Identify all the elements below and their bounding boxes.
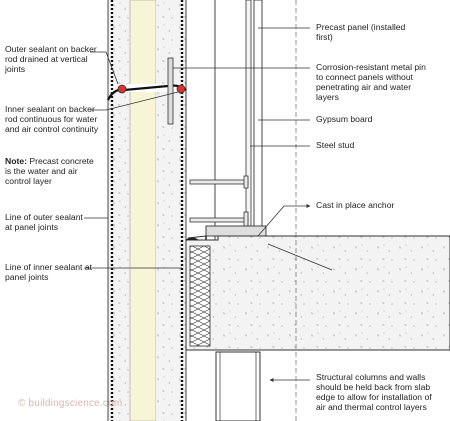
label-outer-sealant: Outer sealant on backer rod drained at v… xyxy=(5,44,97,74)
label-cast-anchor: Cast in place anchor xyxy=(316,200,395,210)
label-inner-sealant: Inner sealant on backer rod continuous f… xyxy=(5,104,99,134)
slab-edge-filler xyxy=(189,245,211,347)
structural-column xyxy=(215,351,261,421)
metal-pin xyxy=(167,57,174,125)
note-body: Precast concrete is the water and air co… xyxy=(5,156,94,186)
floor-slab xyxy=(185,235,450,351)
label-metal-pin: Corrosion-resistant metal pin to connect… xyxy=(316,62,426,102)
note-title: Note: xyxy=(5,156,27,166)
label-steel-stud: Steel stud xyxy=(316,140,355,150)
lower-clip-angle xyxy=(189,211,249,227)
label-gypsum-board: Gypsum board xyxy=(316,114,373,124)
label-precast-panel: Precast panel (installed first) xyxy=(316,22,406,42)
label-outer-line: Line of outer sealant at panel joints xyxy=(5,212,83,232)
upper-clip-angle xyxy=(189,175,249,189)
leader-lines-left xyxy=(84,51,182,269)
slab-edge-bead xyxy=(185,237,199,241)
gypsum-board xyxy=(253,0,263,233)
outer-backer-rod xyxy=(117,84,127,94)
inner-backer-rod xyxy=(176,84,186,94)
rigid-insulation xyxy=(129,0,157,421)
label-inner-line: Line of inner sealant at panel joints xyxy=(5,262,92,282)
steel-stud xyxy=(245,0,252,233)
watermark: © buildingscience.com xyxy=(18,398,123,409)
label-note: Note: Precast concrete is the water and … xyxy=(5,156,94,186)
label-structural: Structural columns and walls should be h… xyxy=(316,372,432,412)
leader-lines-right xyxy=(173,27,311,382)
